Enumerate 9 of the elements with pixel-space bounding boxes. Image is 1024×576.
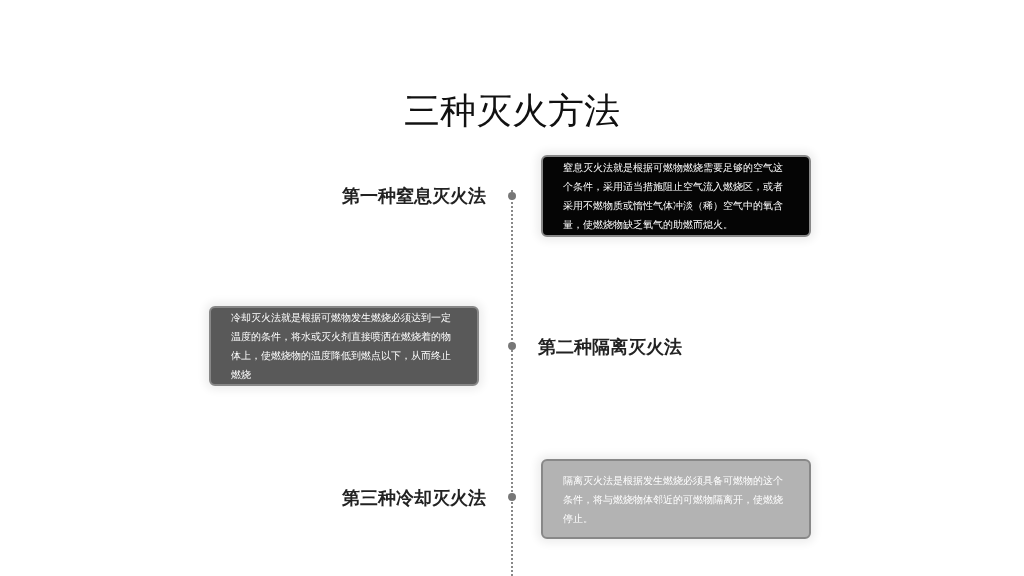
description-box: [209, 306, 479, 386]
method-heading: 第三种冷却灭火法: [341, 486, 486, 510]
method-heading: 第一种窒息灭火法: [341, 184, 486, 208]
description-text: 冷却灭火法就是根据可燃物发生燃烧必须达到一定温度的条件，将水或灭火剂直接喷洒在燃烧着的物体上，使燃烧物的温度降低到燃点以下，从而终止燃烧: [231, 311, 452, 382]
description-box: [541, 155, 811, 237]
title: 三种灭火方法: [403, 89, 621, 133]
description-text: 窒息灭火法就是根据可燃物燃烧需要足够的空气这个条件，采用适当措施阻止空气流入燃烧区，或者采用不燃物质或惰性气体冲淡（稀）空气中的氧含量，使燃烧物缺乏氧气的助燃而熄火。: [563, 161, 784, 232]
method-heading: 第二种隔离灭火法: [538, 335, 683, 359]
description-box: [541, 459, 811, 539]
